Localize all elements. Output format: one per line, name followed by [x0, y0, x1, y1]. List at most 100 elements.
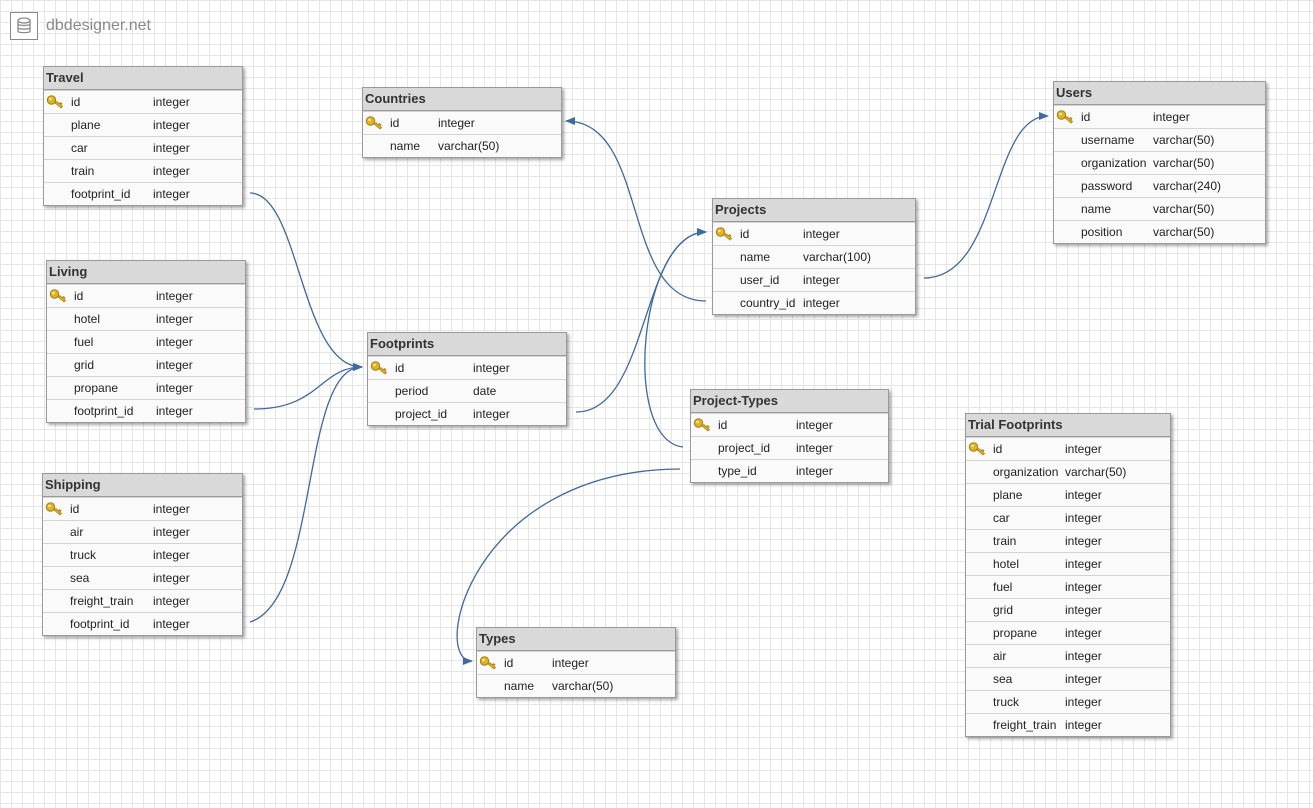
column-type: integer [153, 617, 190, 631]
table-title[interactable]: Project-Types [691, 390, 888, 413]
table-title[interactable]: Users [1054, 82, 1265, 105]
column-type: varchar(240) [1153, 179, 1222, 193]
primary-key-icon [45, 502, 63, 516]
table-title[interactable]: Travel [44, 67, 242, 90]
column-name: truck [70, 548, 97, 562]
column-type: integer [796, 418, 833, 432]
table-title[interactable]: Countries [363, 88, 561, 111]
relation-projects-users[interactable] [923, 112, 1049, 279]
column-name: grid [74, 358, 95, 372]
primary-key-icon [49, 289, 67, 303]
table-row[interactable]: id integer [477, 651, 675, 674]
column-type: integer [153, 187, 190, 201]
table-title[interactable]: Types [477, 628, 675, 651]
column-name: car [71, 141, 88, 155]
table-title[interactable]: Shipping [43, 474, 242, 497]
column-name: country_id [740, 296, 796, 310]
column-name: hotel [74, 312, 101, 326]
column-type: integer [552, 656, 589, 670]
app-logo[interactable]: dbdesigner.net [10, 10, 151, 42]
column-name: id [504, 656, 514, 670]
column-name: id [993, 442, 1003, 456]
column-name: name [504, 679, 535, 693]
relation-living-footprints[interactable] [253, 363, 363, 410]
column-type: integer [1065, 580, 1102, 594]
relation-travel-footprints[interactable] [249, 192, 363, 371]
table-row[interactable]: grid integer [47, 353, 245, 376]
column-type: integer [156, 358, 193, 372]
table-title[interactable]: Footprints [368, 333, 566, 356]
column-name: id [1081, 110, 1091, 124]
table-title[interactable]: Trial Footprints [966, 414, 1170, 437]
table-title[interactable]: Living [47, 261, 245, 284]
column-type: varchar(50) [1153, 156, 1215, 170]
table-title[interactable]: Projects [713, 199, 915, 222]
relation-shipping-footprints[interactable] [249, 363, 363, 623]
column-type: integer [1065, 534, 1102, 548]
relation-projecttypes-projects[interactable] [644, 228, 707, 448]
relation-projects-countries[interactable] [565, 117, 707, 302]
relation-footprints-projects[interactable] [575, 228, 707, 413]
column-type: integer [473, 407, 510, 421]
relation-projecttypes-types[interactable] [456, 468, 681, 665]
